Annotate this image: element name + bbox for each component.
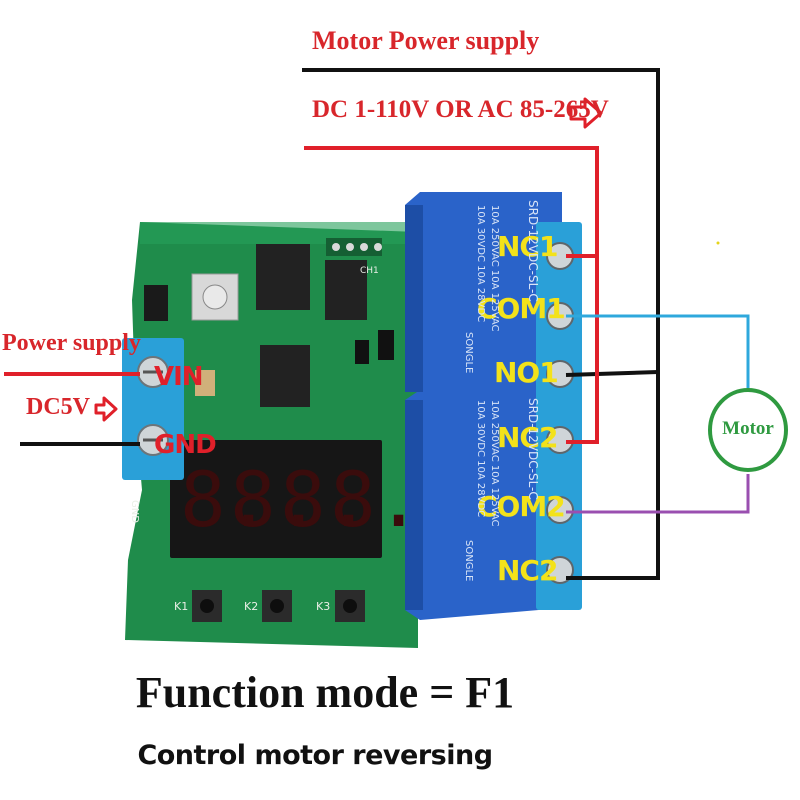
relay-pin-com2: COM2 <box>477 490 566 523</box>
relay-1-model-text: SRD-12VDC-SL-C <box>526 200 540 302</box>
speck-icon <box>716 241 720 245</box>
button-label-k2: K2 <box>244 600 259 613</box>
relay-1-rating-text-2: 10A 30VDC 10A 28VDC <box>475 205 486 323</box>
header-pin-icon <box>346 243 354 251</box>
button-cap-icon <box>270 599 284 613</box>
button-cap-icon <box>343 599 357 613</box>
ic-chip-2 <box>260 345 310 407</box>
button-cap-icon <box>200 599 214 613</box>
transistor <box>144 285 168 321</box>
motor-power-supply-label: Motor Power supply <box>312 26 540 55</box>
display-digit-2: 8. <box>230 460 322 540</box>
function-subtitle: Control motor reversing <box>137 740 493 771</box>
relay-1-brand-text: SONGLE <box>463 332 474 374</box>
right-arrow-icon <box>569 97 603 129</box>
smd-resistor <box>378 330 394 360</box>
button-label-k3: K3 <box>316 600 331 613</box>
no1-link-wire <box>565 370 659 377</box>
function-mode-title: Function mode = F1 <box>135 668 515 717</box>
motor-symbol <box>708 388 788 472</box>
ic-chip-3 <box>325 260 367 320</box>
relay-pin-no1: NO1 <box>494 356 559 389</box>
relay-1-edge <box>405 205 423 392</box>
com2-motor-wire <box>566 474 750 514</box>
display-digit-3: 8. <box>280 460 372 540</box>
motor-supply-black-wire <box>302 68 660 580</box>
ic-chip-1 <box>256 244 310 310</box>
relay-pin-com1: COM1 <box>477 292 566 325</box>
terminal-screw-icon <box>546 496 574 524</box>
relay-pin-nc2: NC2 <box>497 421 558 454</box>
gnd-label: GND <box>154 430 217 460</box>
motor-label: Motor <box>722 418 774 439</box>
potentiometer-knob-icon <box>202 284 228 310</box>
display-digit-1: 8. <box>180 460 272 540</box>
relay-2-model-text: SRD-12VDC-SL-C <box>526 398 540 500</box>
relay-1 <box>405 192 562 392</box>
com1-motor-wire <box>566 314 750 388</box>
header-pin-icon <box>374 243 382 251</box>
relay-pin-nc1: NC1 <box>497 230 558 263</box>
smd-resistor <box>355 340 369 364</box>
smd-component <box>195 370 215 396</box>
relay-2-rating-text: 10A 250VAC 10A 125VAC <box>489 400 500 527</box>
display-digit-4: 8. <box>330 460 422 540</box>
dc5v-label: DC5V <box>26 394 90 420</box>
right-arrow-icon <box>94 396 118 422</box>
relay-1-rating-text: 10A 250VAC 10A 125VAC <box>489 205 500 332</box>
header-pin-icon <box>332 243 340 251</box>
motor-supply-red-wire <box>304 146 599 444</box>
motor-supply-spec-label: DC 1-110V OR AC 85-265V <box>312 96 609 123</box>
seven-segment-display <box>170 440 382 558</box>
header-pin-icon <box>360 243 368 251</box>
relay-terminal-block <box>536 222 582 610</box>
relay-pin-nc2-lower: NC2 <box>497 554 558 587</box>
ch1-label: CH1 <box>360 266 379 276</box>
relay-2-brand-text: SONGLE <box>463 540 474 582</box>
button-label-k1: K1 <box>174 600 189 613</box>
gnd-silkscreen: GND <box>129 500 140 523</box>
power-supply-label: Power supply <box>2 330 141 356</box>
vin-label: VIN <box>154 362 204 392</box>
relay-2-edge <box>405 400 423 610</box>
relay-2-rating-text-2: 10A 30VDC 10A 28VDC <box>475 400 486 518</box>
relay-2 <box>405 390 562 620</box>
